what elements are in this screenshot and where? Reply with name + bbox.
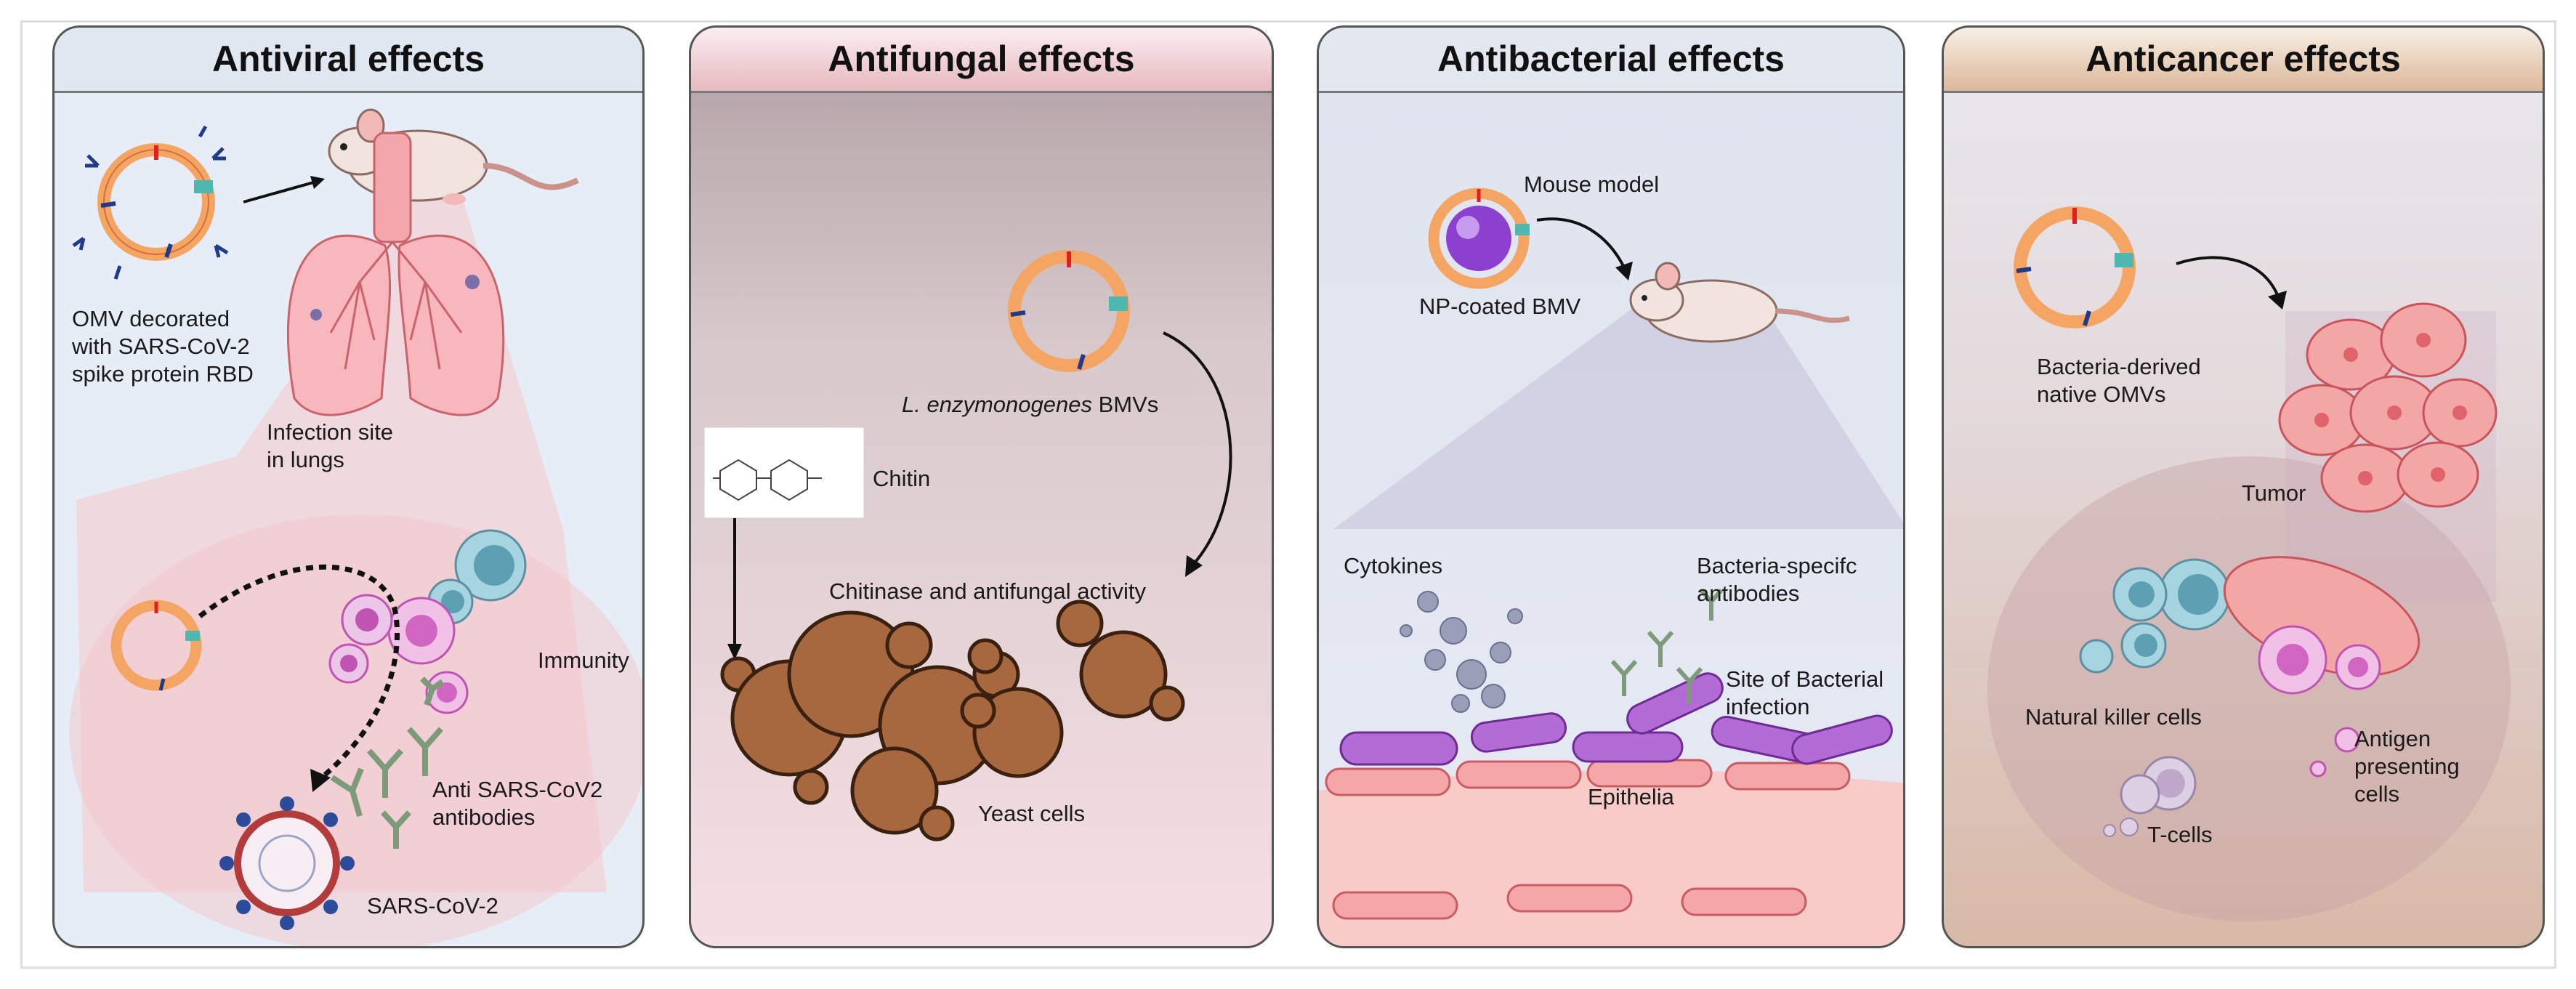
- bmv-suffix-label: BMVs: [1091, 392, 1159, 417]
- natural-killer-cells-icon: [2079, 558, 2231, 674]
- t-cells-icon: [2103, 756, 2197, 837]
- figure-frame: [20, 20, 2556, 969]
- infection-site-label: Site of Bacterial infection: [1726, 666, 1884, 719]
- yeast-cells-icon: [720, 600, 1185, 841]
- anticancer-panel: Anticancer effects: [1942, 25, 2545, 948]
- tumor-label: Tumor: [2242, 480, 2306, 506]
- bmv-species-label: L. enzymonogenes: [902, 392, 1092, 417]
- antifungal-panel: Antifungal effects L. enzymonogen: [689, 25, 1274, 948]
- infection-site-label: Infection site in lungs: [267, 419, 394, 472]
- antiviral-title: Antiviral effects: [211, 39, 485, 79]
- omv-vesicle-icon-small: [110, 600, 202, 691]
- antibacterial-illustration: [1319, 187, 1903, 946]
- nk-cells-label: Natural killer cells: [2025, 704, 2202, 730]
- immunity-label: Immunity: [538, 647, 629, 673]
- antiviral-header: Antiviral effects: [54, 28, 642, 93]
- antibacterial-header: Antibacterial effects: [1319, 28, 1903, 93]
- antibacterial-title: Antibacterial effects: [1437, 39, 1785, 79]
- omv-vesicle-icon: [72, 125, 229, 280]
- virus-label: SARS-CoV-2: [367, 893, 498, 919]
- antibacterial-panel: Antibacterial effects: [1317, 25, 1905, 948]
- antifungal-header: Antifungal effects: [691, 28, 1272, 93]
- antibody-icon: [1610, 589, 1724, 703]
- bacteria-icon: [1339, 672, 1893, 766]
- bmv-label: L. enzymonogenes BMVs: [902, 391, 1158, 419]
- omv-label: OMV decorated with SARS-CoV-2 spike prot…: [72, 306, 254, 387]
- antibodies-label: Anti SARS-CoV2 antibodies: [432, 777, 603, 830]
- immune-cells-icon: [328, 529, 527, 714]
- bacteria-antibodies-label: Bacteria-specifc antibodies: [1697, 553, 1857, 606]
- anticancer-header: Anticancer effects: [1944, 28, 2543, 93]
- native-omv-label: Bacteria-derived native OMVs: [2037, 354, 2201, 407]
- yeast-label: Yeast cells: [978, 801, 1086, 826]
- virus-icon: [219, 796, 355, 930]
- mouse-icon: [328, 108, 579, 205]
- anticancer-title: Anticancer effects: [2086, 39, 2401, 79]
- cytokines-label: Cytokines: [1344, 553, 1443, 578]
- np-coated-label: NP-coated BMV: [1419, 294, 1581, 319]
- chitin-label: Chitin: [873, 466, 931, 491]
- antiviral-illustration: [69, 108, 642, 946]
- lungs-icon: [286, 132, 505, 416]
- cytokines-icon: [1400, 591, 1523, 713]
- t-cells-label: T-cells: [2147, 822, 2213, 847]
- omv-vesicle-icon: [2014, 206, 2136, 328]
- chitin-structure-box: [703, 427, 865, 519]
- antigen-presenting-cells-icon: [2258, 625, 2381, 778]
- antibody-icon: [330, 677, 445, 849]
- mouse-icon: [1629, 262, 1850, 343]
- antifungal-illustration: [703, 250, 1232, 841]
- bmv-vesicle-icon: [1008, 250, 1130, 372]
- epithelia-label: Epithelia: [1588, 784, 1674, 810]
- activity-label: Chitinase and antifungal activity: [829, 578, 1146, 604]
- mouse-model-label: Mouse model: [1524, 171, 1660, 197]
- anticancer-illustration: [1987, 206, 2511, 921]
- antiviral-panel: Antiviral effects: [52, 25, 645, 948]
- antifungal-title: Antifungal effects: [828, 39, 1135, 79]
- np-coated-bmv-icon: [1428, 187, 1530, 289]
- apc-label: Antigen presenting cells: [2354, 726, 2460, 807]
